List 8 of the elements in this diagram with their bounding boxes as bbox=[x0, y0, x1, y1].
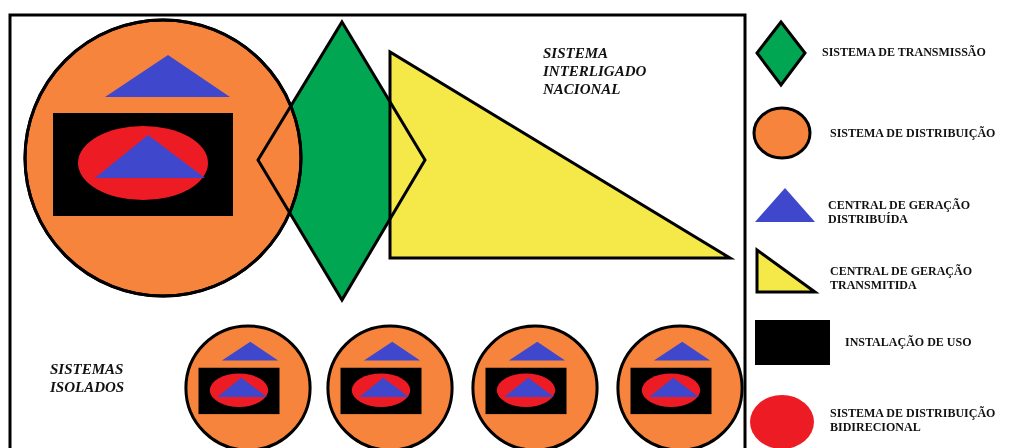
legend-label: INSTALAÇÃO DE USO bbox=[845, 335, 973, 349]
legend-label: CENTRAL DE GERAÇÃO TRANSMITIDA bbox=[830, 264, 974, 292]
legend-label: SISTEMA DE TRANSMISSÃO bbox=[822, 45, 987, 59]
legend-label: CENTRAL DE GERAÇÃO DISTRIBUÍDA bbox=[828, 198, 972, 226]
legend-label: SISTEMA DE DISTRIBUIÇÃO bbox=[830, 126, 997, 140]
region-label: SISTEMA INTERLIGADO NACIONAL bbox=[543, 44, 648, 98]
legend-label: SISTEMA DE DISTRIBUIÇÃO BIDIRECIONAL bbox=[830, 406, 997, 434]
region-label: SISTEMAS ISOLADOS bbox=[50, 360, 126, 396]
